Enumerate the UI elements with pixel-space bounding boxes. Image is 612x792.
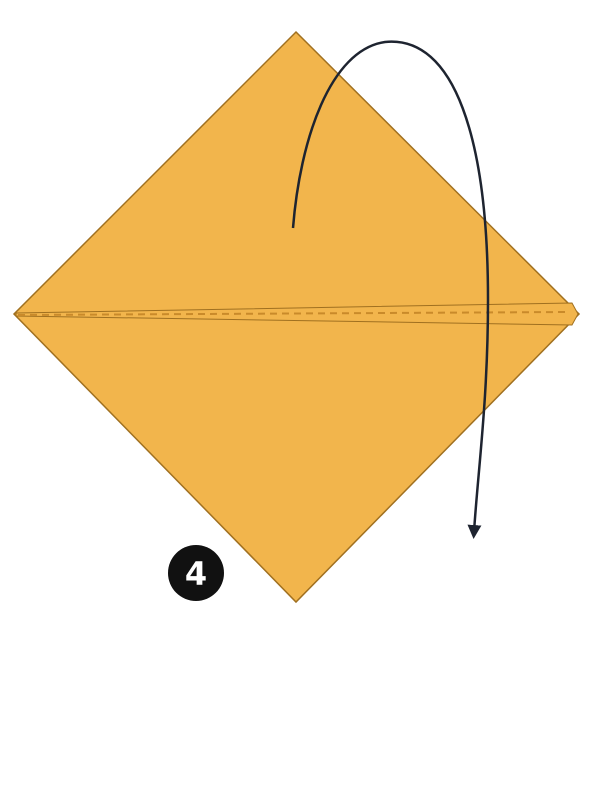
fold-arrow: [291, 40, 490, 539]
step-number: 4: [185, 555, 207, 593]
step-badge-circle: [168, 545, 224, 601]
step-badge: 4: [168, 545, 224, 601]
crease-line: [17, 311, 569, 316]
